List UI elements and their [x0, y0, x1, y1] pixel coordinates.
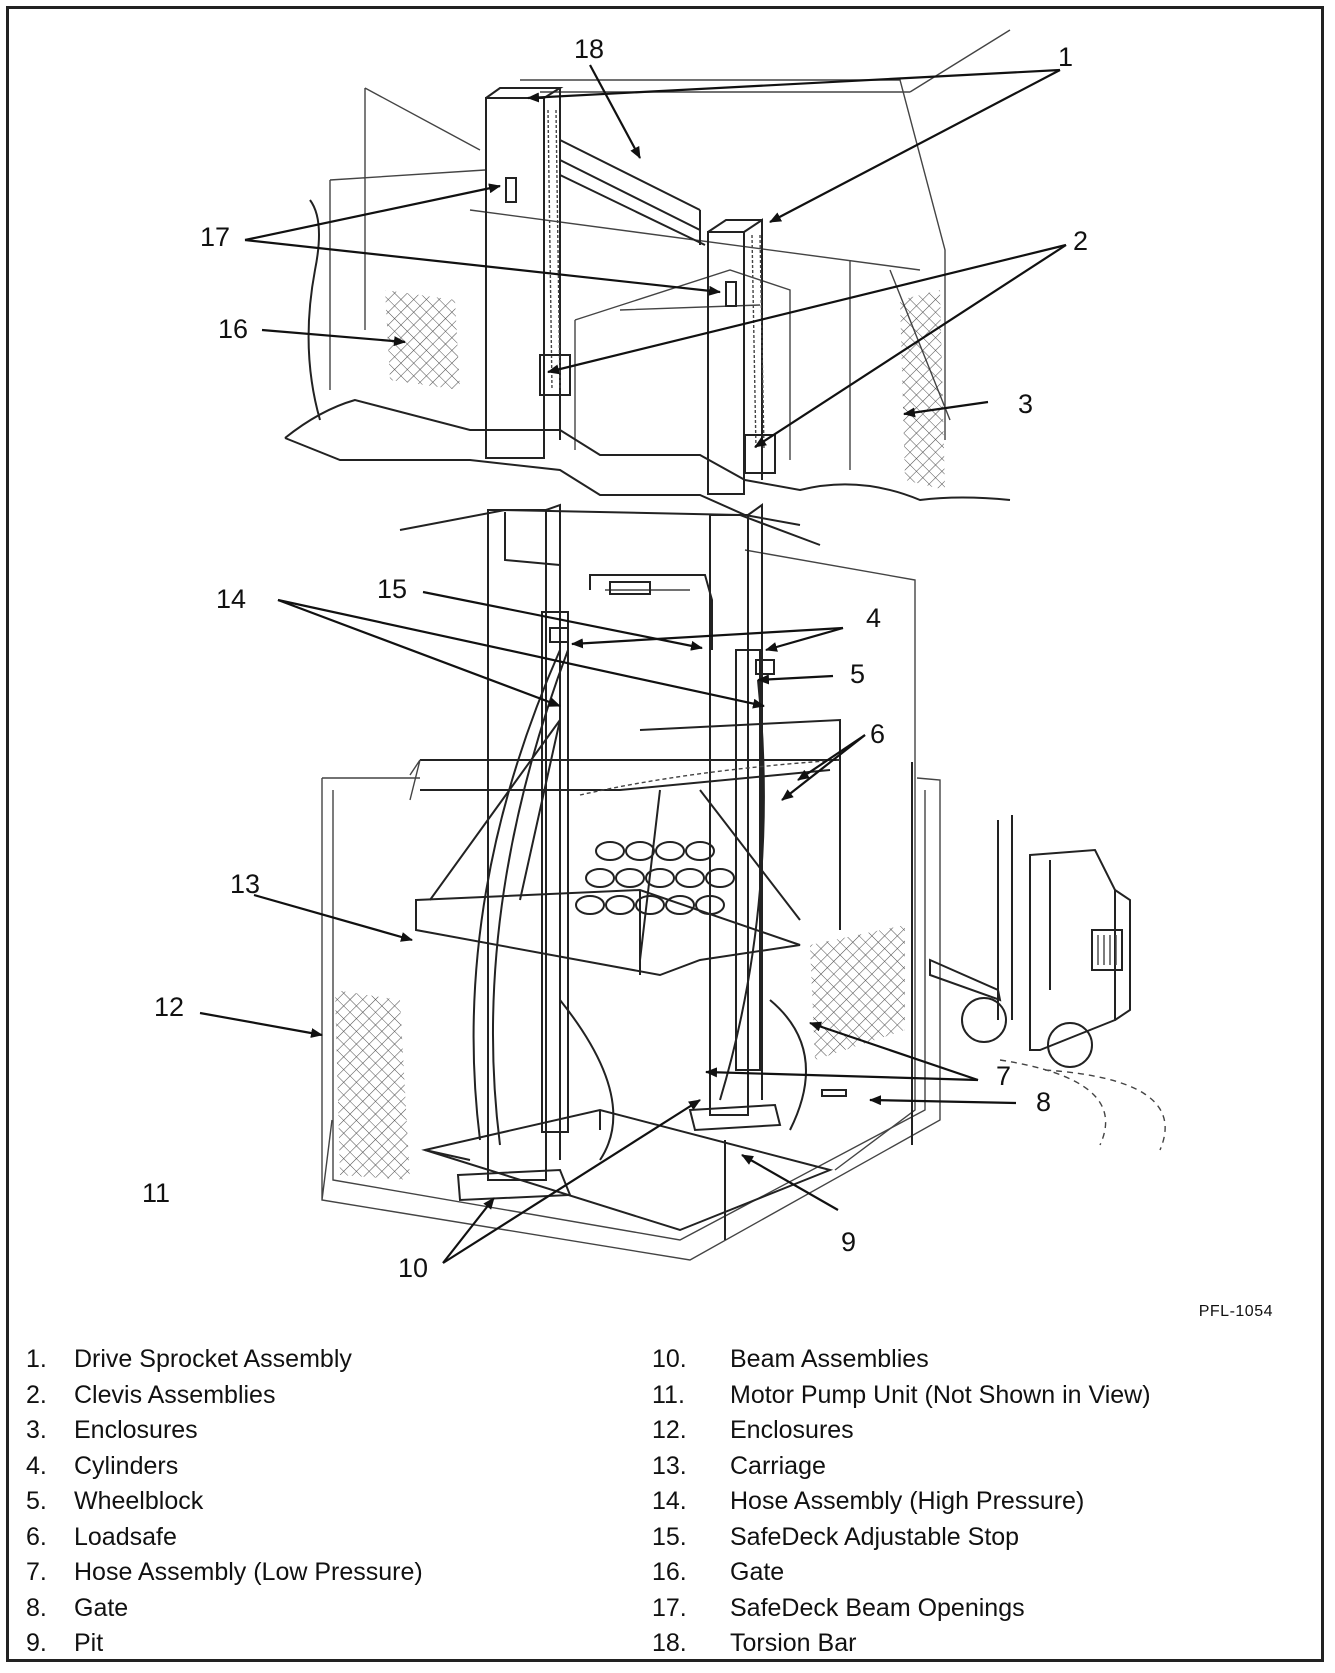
- callout-labels: 18 1 17 2 16 3 15 14 4 5 6 13 12 7 11 8 …: [142, 34, 1088, 1283]
- callout-10: 10: [398, 1253, 428, 1283]
- callout-11: 11: [142, 1178, 170, 1208]
- callout-5: 5: [850, 659, 865, 689]
- legend-item-number: 12.: [652, 1416, 687, 1444]
- legend-item-label: Gate: [730, 1558, 785, 1586]
- legend-item-label: Wheelblock: [74, 1487, 204, 1515]
- legend-item-number: 4.: [26, 1451, 47, 1480]
- legend-item: 6. Loadsafe: [26, 1520, 652, 1556]
- legend-item: 4. Cylinders: [26, 1449, 652, 1485]
- legend-item-label: Enclosures: [730, 1416, 854, 1444]
- legend-item-label: Cylinders: [74, 1451, 179, 1480]
- legend-item: 3. Enclosures: [26, 1413, 652, 1449]
- legend-item-number: 18.: [652, 1629, 687, 1657]
- callout-17: 17: [200, 222, 230, 252]
- legend-item-label: Hose Assembly (High Pressure): [730, 1487, 1085, 1515]
- legend-item-number: 10.: [652, 1345, 687, 1373]
- lower-floor-plate: [399, 508, 821, 567]
- legend-item-label: Beam Assemblies: [730, 1345, 929, 1373]
- callout-3: 3: [1018, 389, 1033, 419]
- legend-item: 1. Drive Sprocket Assembly: [26, 1342, 652, 1378]
- legend-item-label: Enclosures: [74, 1416, 198, 1444]
- legend-item: 10. Beam Assemblies: [652, 1342, 1151, 1378]
- legend-item-label: SafeDeck Beam Openings: [730, 1593, 1025, 1622]
- callout-8: 8: [1036, 1087, 1051, 1117]
- legend-item-number: 15.: [652, 1522, 687, 1551]
- cylinders: [541, 611, 775, 1133]
- legend-item-number: 17.: [652, 1593, 687, 1622]
- legend-item: 7. Hose Assembly (Low Pressure): [26, 1555, 652, 1591]
- legend-item-number: 14.: [652, 1487, 687, 1515]
- legend-item-label: Clevis Assemblies: [74, 1380, 276, 1409]
- legend-item-number: 6.: [26, 1522, 47, 1551]
- legend-item-number: 11.: [652, 1380, 685, 1409]
- callout-1: 1: [1058, 42, 1073, 72]
- legend-item-number: 7.: [26, 1558, 47, 1586]
- legend-item-label: Pit: [74, 1629, 104, 1657]
- lower-enclosure: [321, 549, 941, 1261]
- forklift: [929, 815, 1166, 1151]
- callout-15: 15: [377, 574, 407, 604]
- callout-6: 6: [870, 719, 885, 749]
- carriage: [409, 574, 841, 977]
- legend-item: 16. Gate: [652, 1555, 1151, 1591]
- figure-frame: [6, 6, 1324, 1662]
- legend-item: 11. Motor Pump Unit (Not Shown in View): [652, 1378, 1151, 1414]
- legend-item: 2. Clevis Assemblies: [26, 1378, 652, 1414]
- legend-item-label: Gate: [74, 1593, 129, 1622]
- legend-item-number: 1.: [26, 1345, 47, 1373]
- legend-item-number: 16.: [652, 1558, 687, 1586]
- legend-item-label: Drive Sprocket Assembly: [74, 1345, 352, 1373]
- callout-12: 12: [154, 992, 184, 1022]
- legend-item-number: 2.: [26, 1380, 47, 1409]
- legend-item: 18. Torsion Bar: [652, 1626, 1151, 1662]
- legend-item: 9. Pit: [26, 1626, 652, 1662]
- legend-item: 13. Carriage: [652, 1449, 1151, 1485]
- legend-item: 14. Hose Assembly (High Pressure): [652, 1484, 1151, 1520]
- callout-7: 7: [996, 1061, 1011, 1091]
- callout-18: 18: [574, 34, 604, 64]
- legend-item-label: Torsion Bar: [730, 1629, 857, 1657]
- leader-arrows: [199, 64, 1067, 1264]
- legend-item-number: 13.: [652, 1451, 687, 1480]
- legend-column-left: 1. Drive Sprocket Assembly 2. Clevis Assem…: [26, 1342, 652, 1662]
- legend-item-label: Hose Assembly (Low Pressure): [74, 1558, 423, 1586]
- upper-columns: [485, 87, 776, 495]
- legend-item-label: Motor Pump Unit (Not Shown in View): [730, 1380, 1151, 1409]
- legend-item: 5. Wheelblock: [26, 1484, 652, 1520]
- callout-4: 4: [866, 603, 881, 633]
- deck-load: [575, 841, 735, 915]
- upper-floor: [284, 199, 1011, 526]
- legend-item: 15. SafeDeck Adjustable Stop: [652, 1520, 1151, 1556]
- lower-columns: [456, 503, 782, 1202]
- legend-column-right: 10. Beam Assemblies 11. Motor Pump Unit (N…: [652, 1342, 1151, 1662]
- legend-item: 12. Enclosures: [652, 1413, 1151, 1449]
- legend-item-label: Loadsafe: [74, 1522, 177, 1551]
- legend-item-number: 8.: [26, 1593, 47, 1622]
- legend-item: 17. SafeDeck Beam Openings: [652, 1591, 1151, 1627]
- legend-item: 8. Gate: [26, 1591, 652, 1627]
- callout-14: 14: [216, 584, 246, 614]
- parts-legend: 1. Drive Sprocket Assembly 2. Clevis Assem…: [26, 1342, 1296, 1662]
- callout-13: 13: [230, 869, 260, 899]
- callout-2: 2: [1073, 226, 1088, 256]
- callout-16: 16: [218, 314, 248, 344]
- upper-enclosure: [329, 29, 1011, 490]
- figure-code: PFL-1054: [1198, 1303, 1273, 1320]
- legend-item-number: 9.: [26, 1629, 47, 1657]
- legend-item-label: Carriage: [730, 1451, 826, 1480]
- legend-item-label: SafeDeck Adjustable Stop: [730, 1522, 1020, 1551]
- legend-item-number: 5.: [26, 1487, 47, 1515]
- callout-9: 9: [841, 1227, 856, 1257]
- legend-item-number: 3.: [26, 1416, 47, 1444]
